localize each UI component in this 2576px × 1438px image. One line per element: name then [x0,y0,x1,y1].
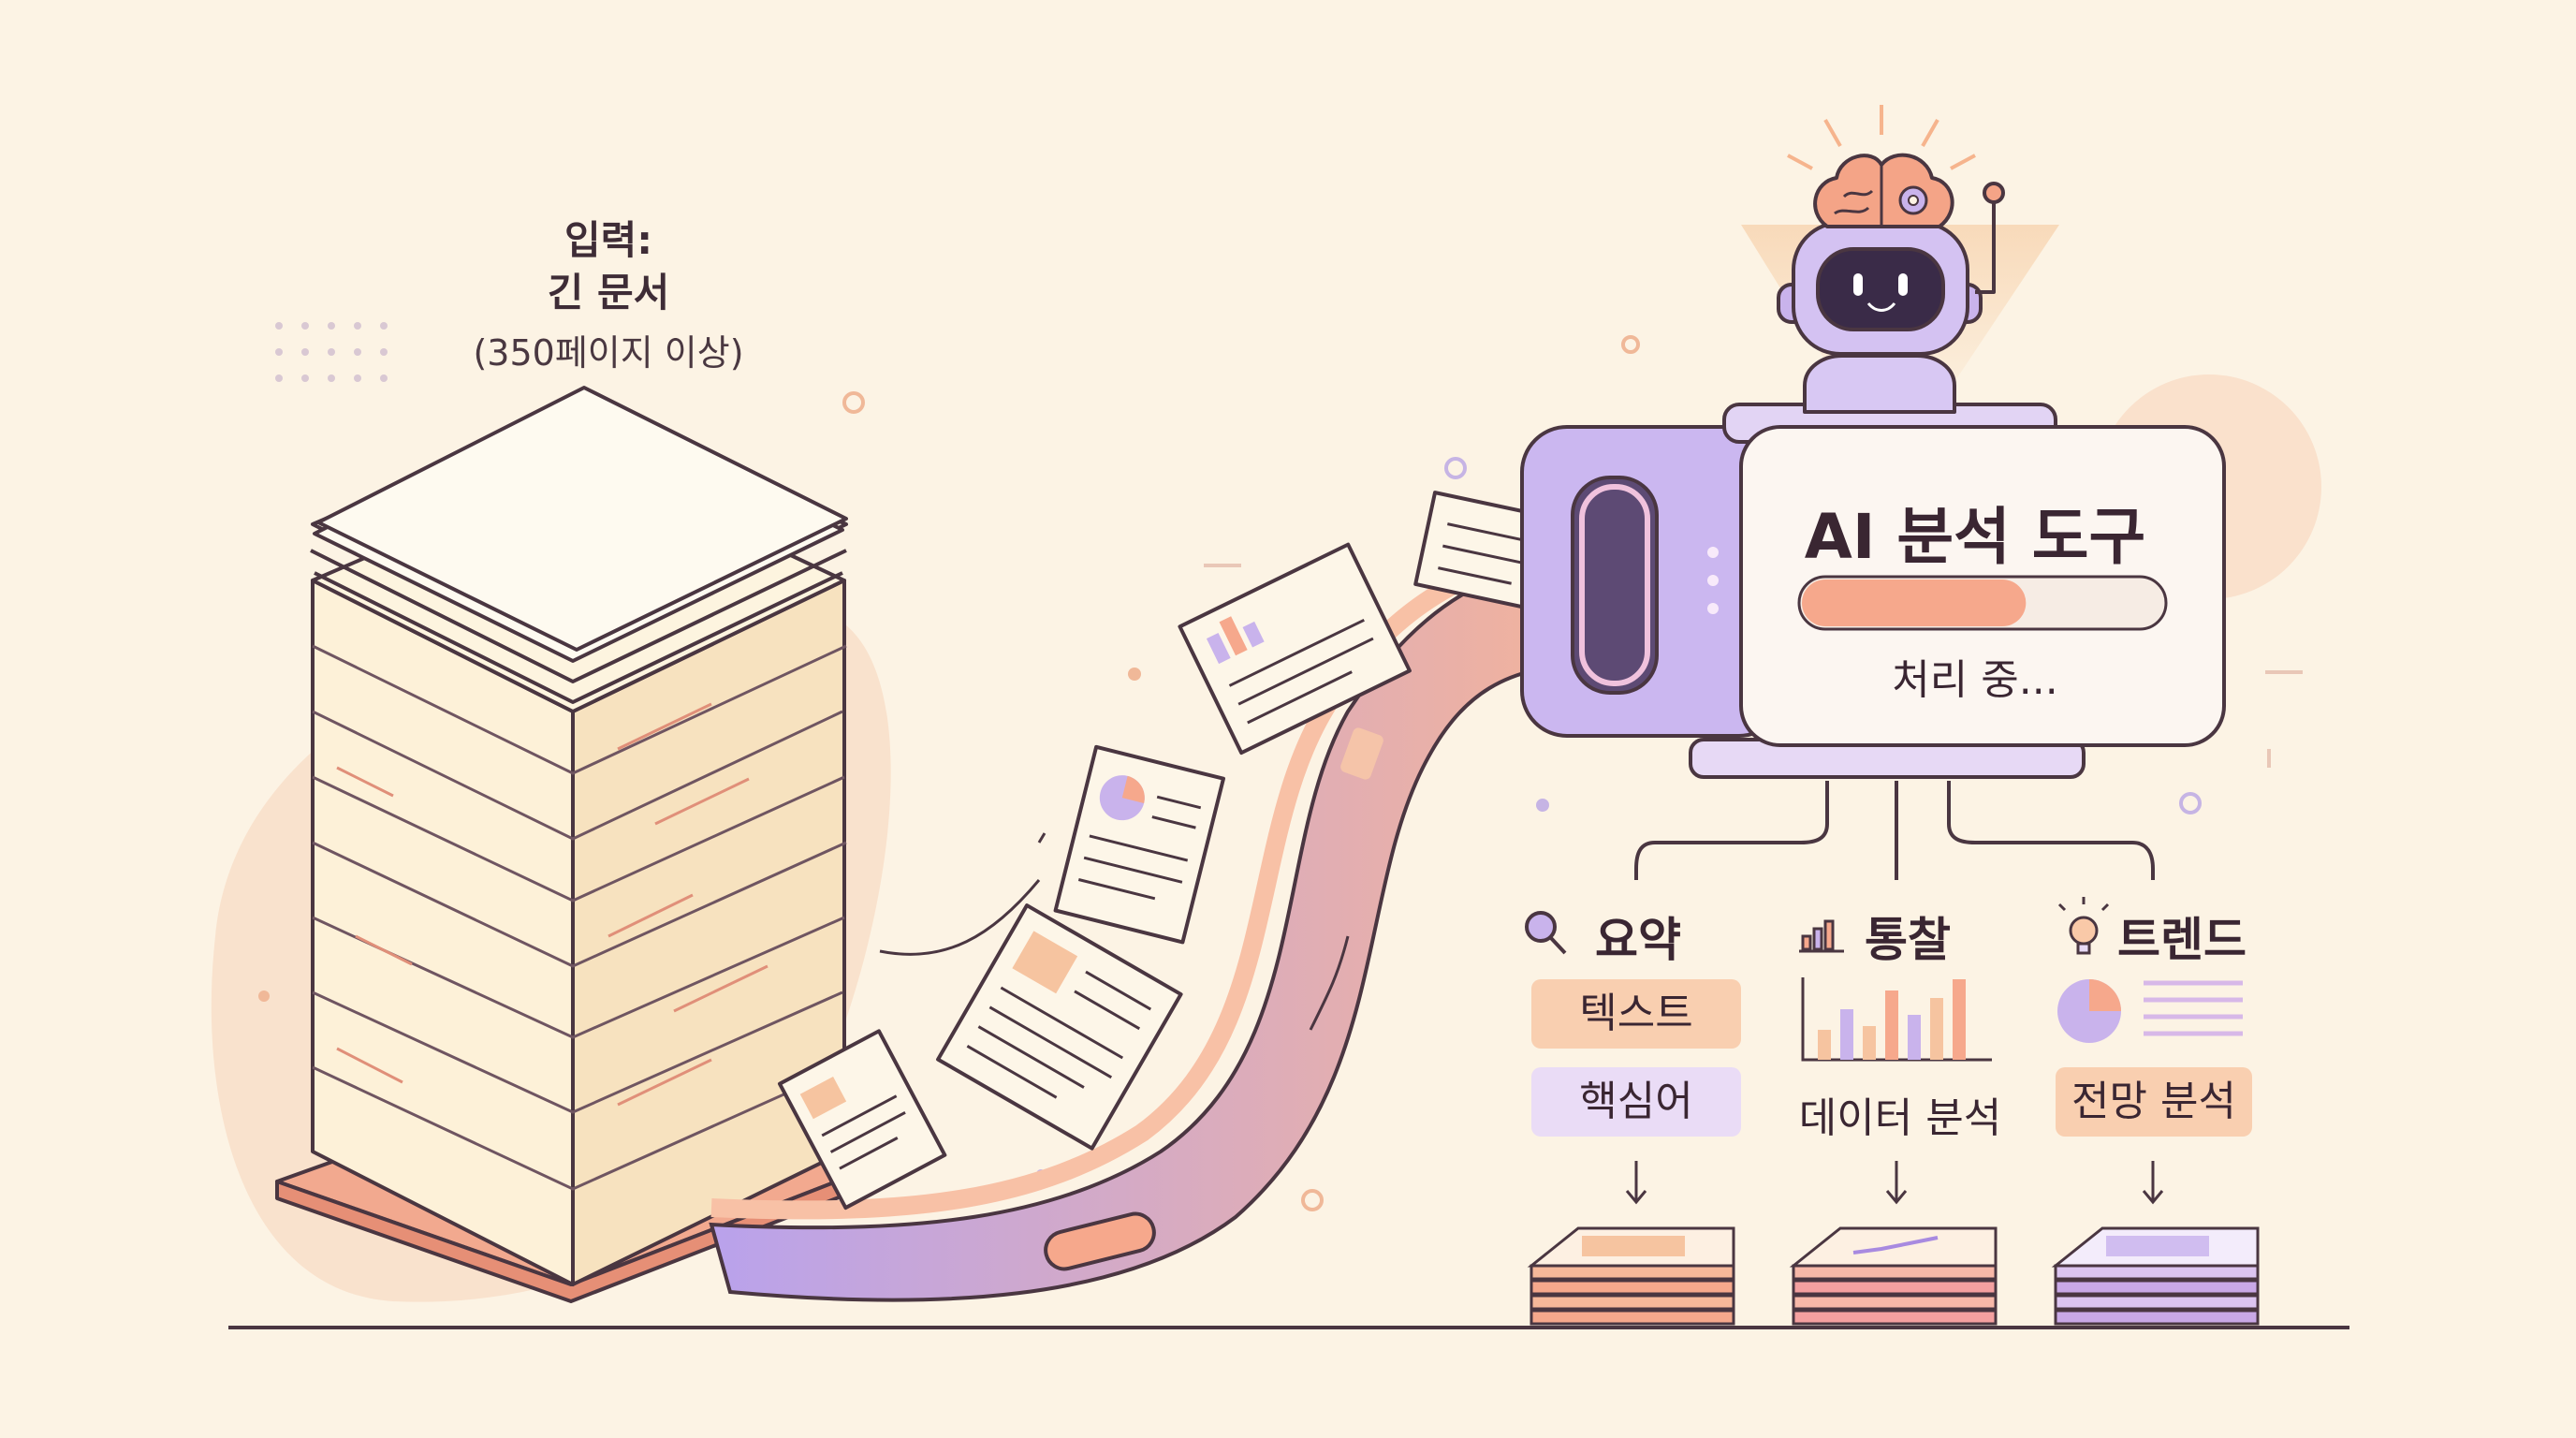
decorative-dot-grid [275,322,388,382]
branch-connectors [1634,781,2155,880]
branch-summary-title: 요약 [1595,913,1681,967]
magnifier-icon [1525,911,1567,955]
branch-insight-title: 통찰 [1865,913,1951,967]
ai-tool-status: 처리 중... [1892,656,2058,704]
decorative-plus-marks [1204,564,2303,768]
insight-item-data-analysis: 데이터 분석 [1798,1094,2002,1142]
lightbulb-icon [2057,897,2110,955]
document-stack [275,386,882,1303]
down-arrows [1625,1161,2164,1205]
input-title-line1: 입력: [564,217,653,263]
output-stack-summary [1527,1226,1735,1326]
output-stack-insight [1789,1226,1998,1326]
summary-item-keywords: 핵심어 [1531,1067,1741,1137]
input-subtitle: (350페이지 이상) [473,332,744,374]
summary-item-text: 텍스트 [1531,979,1741,1049]
ai-tool-title: AI 분석 도구 [1804,501,2146,573]
output-stack-trend [2051,1226,2260,1326]
input-title-line2: 긴 문서 [547,270,670,315]
progress-bar-fill [1802,580,2027,626]
conveyor-belt [709,543,1593,1302]
motion-lines [879,832,1350,1031]
ai-machine [1520,403,2226,779]
bar-chart-icon [1799,919,1844,953]
insight-bar-chart [1801,977,1992,1062]
trend-item-forecast: 전망 분석 [2056,1067,2252,1137]
robot-head [1777,105,2005,414]
branch-trend-title: 트렌드 [2117,913,2247,967]
progress-bar [1802,580,2027,626]
trend-pie-chart [2057,979,2243,1043]
